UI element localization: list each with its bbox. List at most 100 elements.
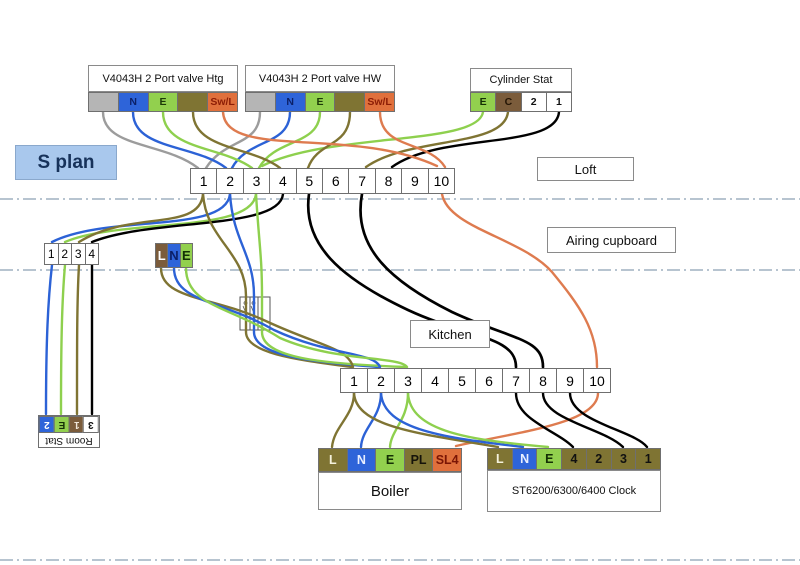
wire-orange-valve-htg-swl-to-top10 [221,110,439,168]
terminal-cell: 3 [83,416,99,433]
wire-black-top7-to-bottom8 [359,192,545,369]
terminal-cell: Sw/L [207,92,238,112]
wire-black-bottom7-to-clock-4 [514,391,575,449]
terminal-cell: E [147,92,179,112]
terminal-cell [177,92,209,112]
wire-green-bottom3-to-clock-e [406,391,550,449]
wire-green-supply-e-to-bottom3 [184,266,409,369]
wire-olive-left3-to-roomstat [75,263,81,416]
wire-olive-valve-hw-to-top5 [306,110,352,170]
terminal-cell: E [304,92,336,112]
terminal-cell: 2 [57,243,72,265]
terminal-cell: 6 [475,368,503,393]
terminal-cell: 3 [610,448,637,470]
zone-label-loft: Loft [537,157,634,181]
terminal-cell: 1 [44,243,59,265]
clock-title: ST6200/6300/6400 Clock [487,470,661,512]
terminal-cell: 2 [367,368,395,393]
wire-olive-top1-to-left3 [77,192,205,244]
terminal-cell: 4 [421,368,449,393]
terminal-cell: C [495,92,522,112]
terminal-cell: E [536,448,563,470]
terminal-cell: 7 [502,368,530,393]
wire-green-valve-htg-to-top3 [161,110,254,170]
terminal-cell: N [117,92,149,112]
terminal-cell: L [318,448,348,472]
terminal-cell: E [470,92,497,112]
terminal-cell: E [53,416,70,433]
terminal-cell: 5 [295,168,324,194]
terminal-cell: 1 [635,448,662,470]
s-plan-label: S plan [15,145,117,180]
terminal-cell: 6 [322,168,350,194]
terminal-cell: 10 [427,168,456,194]
wire-grey-valve-htg-to-top1 [101,110,200,170]
terminal-cell: 4 [84,243,99,265]
wire-olive-cylstat-c-to-top7 [364,110,510,169]
wire-black-top5-to-bottom7 [306,192,518,369]
terminal-cell: Sw/L [364,92,395,112]
wire-green-top3-to-bottom3 [254,192,408,369]
terminal-cell: 3 [242,168,271,194]
wire-green-left2-to-roomstat [59,263,67,416]
terminal-cell: 8 [529,368,557,393]
terminal-cell: 1 [340,368,368,393]
wire-black-bottom8-to-clock-3 [541,391,625,449]
terminal-cell: 10 [583,368,611,393]
terminal-cell: 2 [585,448,612,470]
wire-green-top3-to-left2 [63,192,258,244]
wire-blue-valve-htg-to-top2 [131,110,228,170]
terminal-cell: 2 [520,92,547,112]
terminal-cell: 4 [269,168,297,194]
wire-black-bottom9-to-clock-1 [568,391,649,449]
wire-orange-top10-to-bottom10 [440,192,599,369]
terminal-cell: 3 [394,368,422,393]
zone-label-airing-cupboard: Airing cupboard [547,227,676,253]
terminal-cell: N [511,448,538,470]
wire-orange-valve-hw-swl-to-top10 [378,110,447,169]
terminal-cell: N [167,243,181,268]
terminal-cell: 2 [39,416,55,433]
valve-hw-title: V4043H 2 Port valve HW [245,65,395,92]
cylinder-stat-title: Cylinder Stat [470,68,572,92]
wire-blue-top2-to-left1 [50,192,232,244]
terminal-cell [88,92,119,112]
room-stat-title: Room Stat [45,435,93,446]
terminal-cell: L [487,448,513,470]
terminal-cell: 1 [68,416,85,433]
terminal-cell: 8 [374,168,403,194]
wire-olive-bottom1-to-clock-l [352,391,500,449]
valve-htg-title: V4043H 2 Port valve Htg [88,65,238,92]
terminal-cell [245,92,276,112]
zone-label-kitchen: Kitchen [410,320,490,348]
terminal-cell: 3 [71,243,86,265]
terminal-cell: E [375,448,405,472]
terminal-cell [334,92,366,112]
terminal-cell: E [179,243,193,268]
wire-blue-bottom2-to-boiler-n [359,391,383,449]
wire-blue-bottom2-to-clock-n [379,391,525,449]
terminal-cell: 9 [401,168,429,194]
wire-olive-valve-htg-to-top4 [191,110,282,170]
terminal-cell: 4 [561,448,587,470]
terminal-cell: N [274,92,306,112]
wire-blue-left1-to-roomstat [44,263,54,416]
wire-green-cylstat-e-to-top3 [260,110,485,168]
terminal-cell: 1 [545,92,572,112]
terminal-cell: 7 [348,168,376,194]
terminal-cell: PL [403,448,434,472]
terminal-cell: N [346,448,377,472]
wire-olive-bottom1-to-boiler-l [330,391,356,449]
